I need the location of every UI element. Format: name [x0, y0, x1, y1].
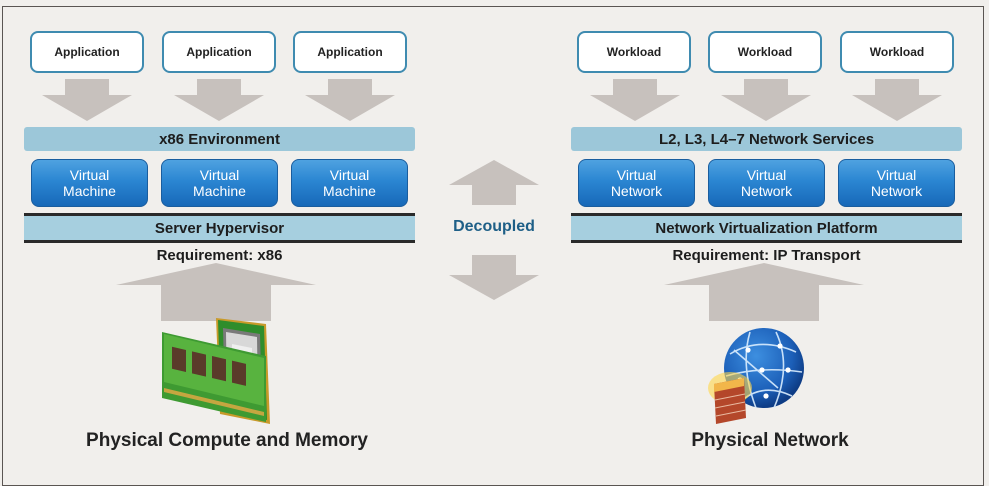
application-label: Application [54, 45, 120, 59]
vbox-line2: Network [610, 183, 663, 199]
down-arrow-icon [449, 255, 539, 300]
band-label: Server Hypervisor [154, 219, 285, 237]
decoupled-label: Decoupled [453, 218, 535, 235]
down-arrow-icon [721, 79, 811, 121]
workload-box-3: Workload [840, 31, 954, 73]
vbox-line2: Network [870, 183, 923, 199]
vbox-line1: Virtual [876, 167, 917, 183]
network-services-band: L2, L3, L4–7 Network Services [571, 127, 962, 151]
band-label: L2, L3, L4–7 Network Services [658, 130, 875, 148]
down-arrow-icon [590, 79, 680, 121]
application-box-1: Application [30, 31, 144, 73]
workload-label: Workload [869, 45, 925, 59]
physical-network-label: Physical Network [691, 430, 849, 451]
requirement-ip-transport-label: Requirement: IP Transport [672, 247, 861, 264]
application-box-3: Application [293, 31, 407, 73]
workload-box-2: Workload [708, 31, 822, 73]
physical-compute-label: Physical Compute and Memory [86, 430, 368, 451]
down-arrow-icon [174, 79, 264, 121]
band-label: x86 Environment [159, 130, 280, 148]
down-arrow-icon [42, 79, 132, 121]
diagram-frame [2, 6, 984, 486]
x86-environment-band: x86 Environment [24, 127, 415, 151]
server-hypervisor-band: Server Hypervisor [24, 213, 415, 243]
vbox-line1: Virtual [69, 167, 110, 183]
down-arrow-icon [852, 79, 942, 121]
vbox-line2: Machine [63, 183, 116, 199]
vbox-line2: Machine [193, 183, 246, 199]
down-arrow-icon [305, 79, 395, 121]
globe-firewall-icon [708, 328, 804, 424]
application-label: Application [317, 45, 383, 59]
band-label: Network Virtualization Platform [655, 219, 878, 237]
application-box-2: Application [162, 31, 276, 73]
workload-label: Workload [606, 45, 662, 59]
application-label: Application [186, 45, 252, 59]
vbox-line2: Network [740, 183, 793, 199]
up-arrow-icon [116, 263, 316, 321]
requirement-x86-label: Requirement: x86 [156, 247, 283, 264]
up-arrow-icon [664, 263, 864, 321]
vbox-line1: Virtual [746, 167, 787, 183]
vbox-line1: Virtual [329, 167, 370, 183]
vbox-line1: Virtual [616, 167, 657, 183]
network-virtualization-platform-band: Network Virtualization Platform [571, 213, 962, 243]
cpu-and-ram-icon [162, 318, 270, 424]
workload-label: Workload [737, 45, 793, 59]
up-arrow-icon [449, 160, 539, 205]
vbox-line1: Virtual [199, 167, 240, 183]
workload-box-1: Workload [577, 31, 691, 73]
vbox-line2: Machine [323, 183, 376, 199]
